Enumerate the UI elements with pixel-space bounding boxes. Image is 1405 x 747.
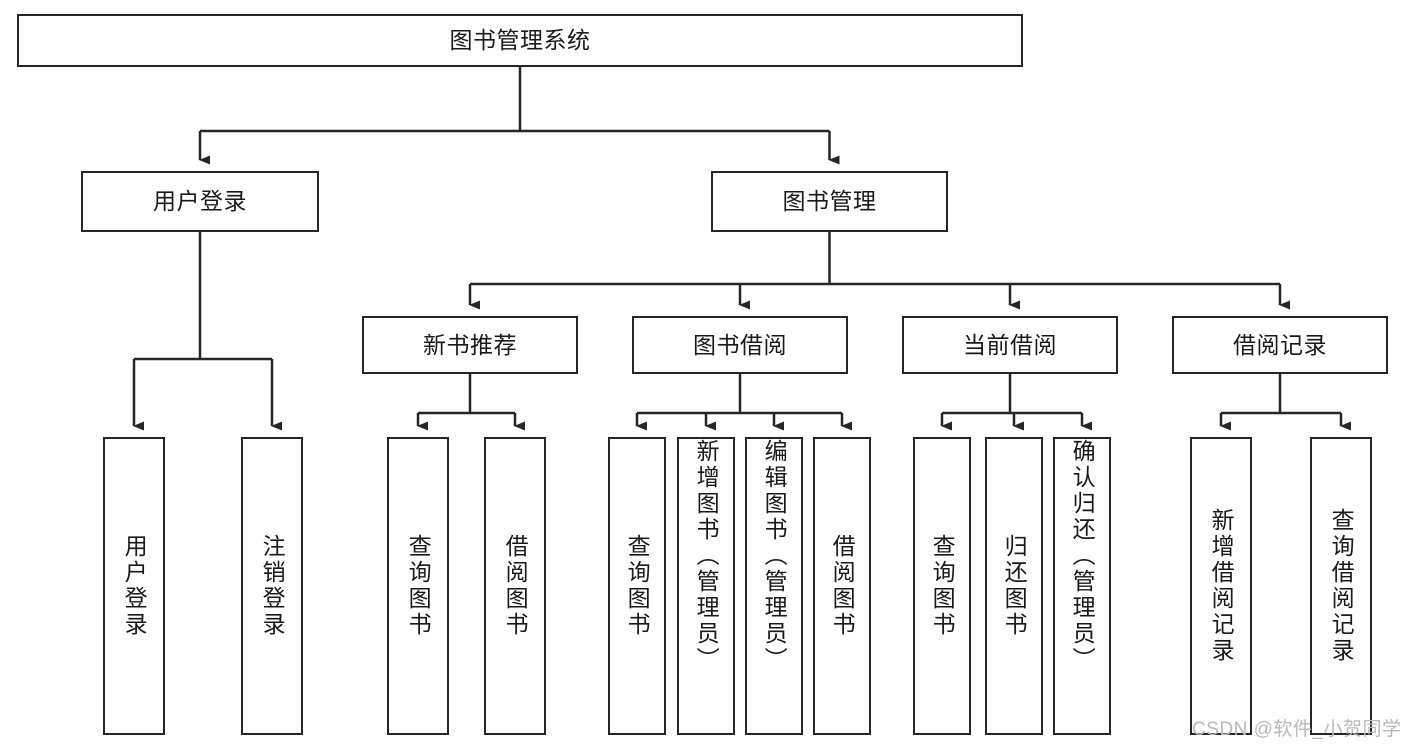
node-borrow-record[interactable]: 借阅记录 xyxy=(1172,316,1388,374)
node-leaf-add-book[interactable]: 新增图书（管理员） xyxy=(677,437,735,735)
node-leaf-return-book[interactable]: 归还图书 xyxy=(985,437,1043,735)
node-label: 用户登录 xyxy=(153,188,247,215)
node-label: 图书管理系统 xyxy=(449,27,591,54)
node-label: 确认归还（管理员） xyxy=(1069,439,1096,673)
node-label: 用户登录 xyxy=(121,534,148,638)
node-leaf-query-book-2[interactable]: 查询图书 xyxy=(608,437,666,735)
node-label: 新书推荐 xyxy=(423,331,517,358)
node-leaf-user-login[interactable]: 用户登录 xyxy=(103,437,165,735)
node-label: 归还图书 xyxy=(1001,534,1028,638)
node-label: 查询图书 xyxy=(929,534,956,638)
node-label: 图书借阅 xyxy=(693,331,787,358)
node-leaf-edit-book[interactable]: 编辑图书（管理员） xyxy=(745,437,803,735)
node-leaf-query-record[interactable]: 查询借阅记录 xyxy=(1310,437,1372,735)
node-leaf-borrow-book-2[interactable]: 借阅图书 xyxy=(813,437,871,735)
node-leaf-logout[interactable]: 注销登录 xyxy=(241,437,303,735)
node-book-manage[interactable]: 图书管理 xyxy=(711,171,948,232)
node-current-borrow[interactable]: 当前借阅 xyxy=(902,316,1118,374)
node-label: 查询借阅记录 xyxy=(1328,508,1355,664)
node-label: 注销登录 xyxy=(259,534,286,638)
node-leaf-query-book-3[interactable]: 查询图书 xyxy=(913,437,971,735)
node-leaf-query-book-1[interactable]: 查询图书 xyxy=(387,437,449,735)
node-new-book-rec[interactable]: 新书推荐 xyxy=(362,316,578,374)
node-label: 新增借阅记录 xyxy=(1208,508,1235,664)
node-label: 查询图书 xyxy=(624,534,651,638)
node-label: 图书管理 xyxy=(782,188,877,215)
node-leaf-borrow-book-1[interactable]: 借阅图书 xyxy=(484,437,546,735)
node-root[interactable]: 图书管理系统 xyxy=(17,14,1023,67)
node-book-borrow[interactable]: 图书借阅 xyxy=(632,316,848,374)
node-label: 编辑图书（管理员） xyxy=(761,439,788,673)
node-user-login[interactable]: 用户登录 xyxy=(81,171,319,232)
node-label: 借阅图书 xyxy=(502,534,529,638)
node-label: 当前借阅 xyxy=(963,331,1057,358)
node-label: 借阅记录 xyxy=(1233,331,1327,358)
node-label: 查询图书 xyxy=(405,534,432,638)
node-label: 借阅图书 xyxy=(829,534,856,638)
watermark: CSDN @软件_小贺同学 xyxy=(1192,719,1402,740)
node-label: 新增图书（管理员） xyxy=(693,439,720,673)
node-leaf-add-record[interactable]: 新增借阅记录 xyxy=(1190,437,1252,735)
node-leaf-confirm-return[interactable]: 确认归还（管理员） xyxy=(1053,437,1111,735)
